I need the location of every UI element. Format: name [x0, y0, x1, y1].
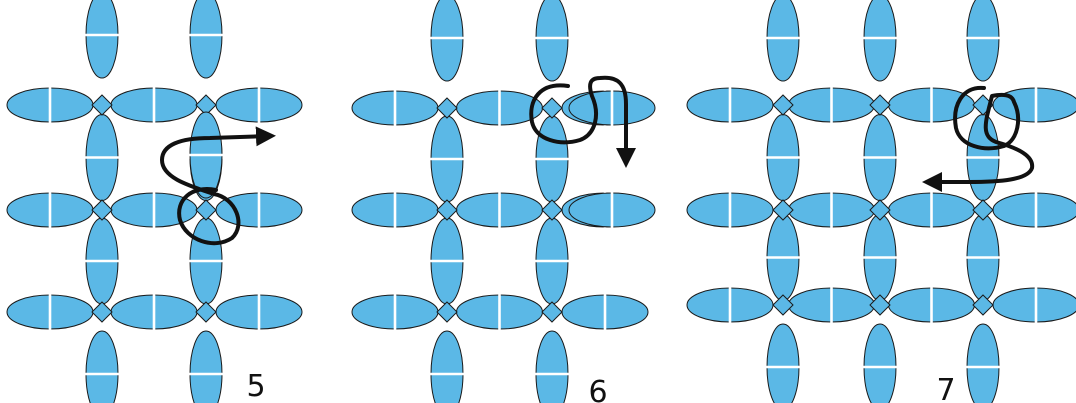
panel-step-6: 6	[352, 0, 655, 403]
panel-step-7: 7	[687, 0, 1076, 403]
step-label: 7	[936, 373, 955, 403]
bead-horizontal	[993, 88, 1076, 122]
bead-vertical	[431, 0, 463, 81]
bead-junction	[92, 95, 112, 115]
bead-junction	[973, 295, 993, 315]
bead-vertical	[86, 331, 118, 403]
bead-vertical	[536, 0, 568, 81]
bead-junction	[870, 95, 890, 115]
step-label: 6	[588, 375, 607, 403]
bead-vertical	[536, 331, 568, 403]
bead-vertical	[190, 0, 222, 78]
bead-vertical	[967, 0, 999, 81]
bead-vertical	[864, 324, 896, 403]
bead-horizontal	[993, 288, 1076, 322]
bead-vertical	[86, 0, 118, 78]
bead-junction	[773, 295, 793, 315]
bead-junction	[870, 200, 890, 220]
bead-junction	[196, 302, 216, 322]
bead-junction	[870, 295, 890, 315]
step-label: 5	[246, 369, 265, 403]
bead-grid	[687, 0, 1076, 403]
bead-vertical	[967, 324, 999, 403]
bead-junction	[542, 200, 562, 220]
panel-step-5: 5	[7, 0, 302, 403]
bead-junction	[92, 302, 112, 322]
bead-grid	[352, 0, 655, 403]
bead-horizontal	[993, 193, 1076, 227]
bead-junction	[437, 98, 457, 118]
bead-vertical	[431, 331, 463, 403]
bead-junction	[542, 302, 562, 322]
bead-vertical	[864, 0, 896, 81]
bead-junction	[437, 302, 457, 322]
bead-junction	[542, 98, 562, 118]
bead-junction	[196, 200, 216, 220]
bead-junction	[773, 95, 793, 115]
bead-junction	[437, 200, 457, 220]
bead-junction	[773, 200, 793, 220]
bead-vertical	[767, 0, 799, 81]
bead-grid	[7, 0, 302, 403]
bead-junction	[92, 200, 112, 220]
bead-vertical	[190, 331, 222, 403]
bead-vertical	[767, 324, 799, 403]
bead-junction	[973, 200, 993, 220]
